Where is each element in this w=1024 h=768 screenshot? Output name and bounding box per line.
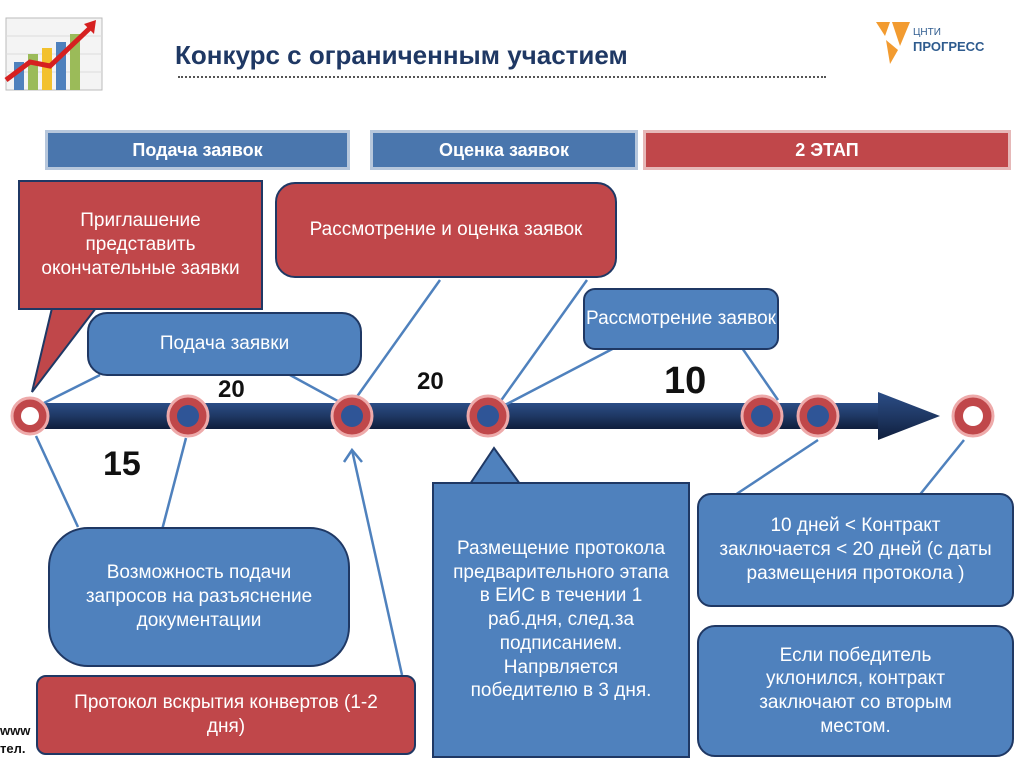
phase-stage-2: 2 ЭТАП — [643, 130, 1011, 170]
title-divider — [178, 76, 826, 78]
callout-invitation: Приглашение представить окончательные за… — [18, 180, 263, 310]
days-20-first: 20 — [218, 376, 245, 403]
footer-phone: тел. — [0, 741, 26, 756]
milestone-15 — [166, 394, 210, 438]
milestone-start — [10, 396, 50, 436]
pointer-lines — [34, 279, 965, 676]
callout-protocol-publish: Размещение протокола предварительного эт… — [432, 482, 690, 758]
phase-submission: Подача заявок — [45, 130, 350, 170]
days-20-second: 20 — [417, 368, 444, 395]
logo-line1: ЦНТИ — [913, 27, 941, 38]
milestone-65a — [740, 394, 784, 438]
chart-growth-icon — [0, 14, 108, 98]
days-10: 10 — [664, 360, 707, 402]
milestone-65b — [796, 394, 840, 438]
days-15: 15 — [103, 445, 141, 483]
callout-contract-term: 10 дней < Контракт заключается < 20 дней… — [697, 493, 1014, 607]
protocol-tail — [468, 446, 522, 485]
milestone-end — [951, 394, 995, 438]
callout-review: Рассмотрение заявок — [583, 288, 779, 350]
logo-line2: ПРОГРЕСС — [913, 39, 985, 54]
page-title: Конкурс с ограниченным участием — [175, 40, 628, 70]
logo-text: ЦНТИ ПРОГРЕСС — [913, 26, 984, 54]
logo-mark — [876, 20, 912, 66]
callout-review-eval: Рассмотрение и оценка заявок — [275, 182, 617, 278]
milestone-55 — [466, 394, 510, 438]
callout-submission: Подача заявки — [87, 312, 362, 376]
footer-contacts: www тел. — [0, 722, 30, 758]
phase-evaluation: Оценка заявок — [370, 130, 638, 170]
callout-clarification: Возможность подачи запросов на разъяснен… — [48, 527, 350, 667]
pointer-arrowhead — [342, 447, 363, 463]
callout-winner-evades: Если победитель уклонился, контракт закл… — [697, 625, 1014, 757]
callout-opening-protocol: Протокол вскрытия конвертов (1-2 дня) — [36, 675, 416, 755]
milestone-35 — [330, 394, 374, 438]
footer-web: www — [0, 723, 31, 738]
